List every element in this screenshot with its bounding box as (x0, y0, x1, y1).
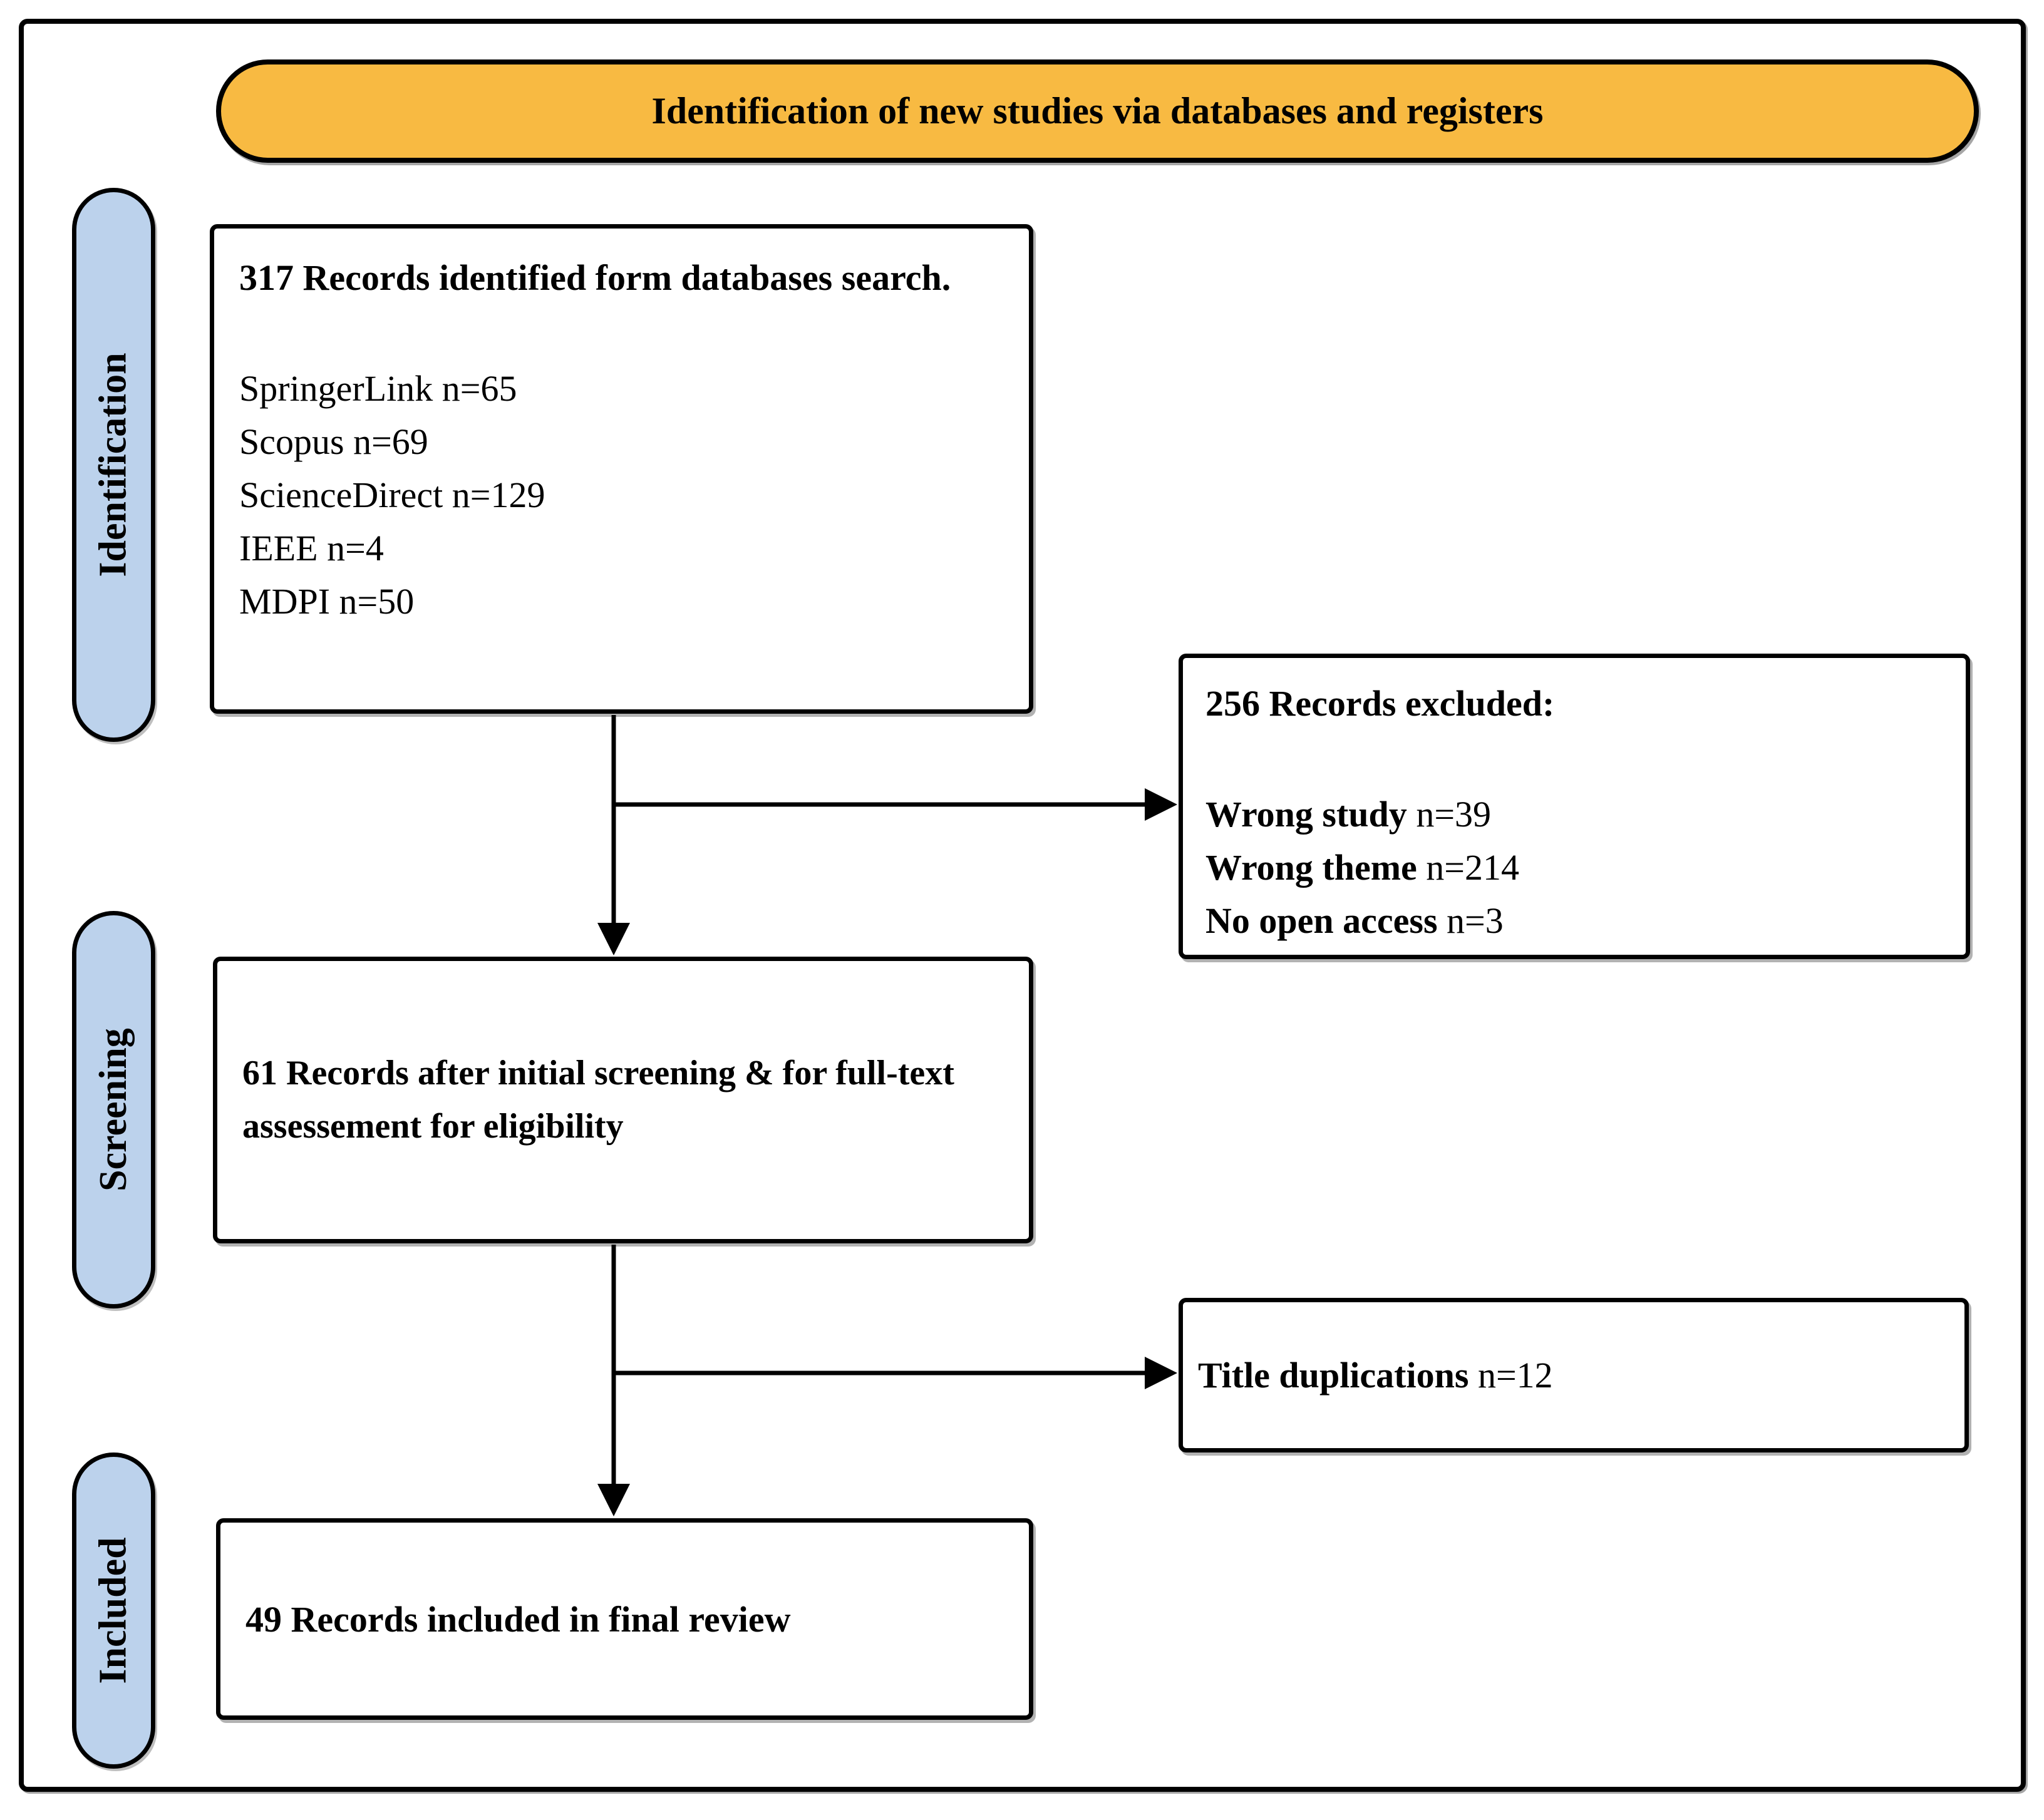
box-records-excluded: 256 Records excluded: Wrong study n=39 W… (1179, 654, 1970, 959)
stage-pill-screening: Screening (72, 911, 155, 1308)
records-screened-text: 61 Records after initial screening & for… (242, 1054, 954, 1146)
stage-label-included: Included (92, 1537, 135, 1684)
reason-count: n=3 (1447, 900, 1504, 941)
reason-label: Wrong study (1205, 794, 1407, 835)
records-excluded-heading: 256 Records excluded: (1205, 683, 1555, 724)
reason-count: n=214 (1426, 847, 1519, 888)
source-count: n=50 (339, 581, 415, 622)
records-identified-heading: 317 Records identified form databases se… (239, 257, 951, 298)
records-included-text: 49 Records included in final review (245, 1598, 791, 1640)
banner-title: Identification of new studies via databa… (651, 90, 1544, 131)
source-row: Scopus n=69 (239, 415, 1004, 468)
title-duplications-text: Title duplications n=12 (1198, 1349, 1553, 1402)
outer-frame (19, 19, 2026, 1792)
title-duplications-label: Title duplications (1198, 1355, 1469, 1396)
source-row: MDPI n=50 (239, 575, 1004, 628)
arrow-identified-to-screened-head (597, 923, 630, 955)
source-count: n=69 (353, 421, 428, 462)
reason-count: n=39 (1416, 794, 1492, 835)
box-records-identified: 317 Records identified form databases se… (210, 224, 1033, 714)
box-records-included: 49 Records included in final review (216, 1518, 1033, 1720)
stage-label-identification: Identification (92, 352, 135, 577)
source-row: IEEE n=4 (239, 522, 1004, 575)
arrow-screened-to-duplications-head (1145, 1357, 1177, 1389)
source-row: ScienceDirect n=129 (239, 468, 1004, 522)
stage-pill-included: Included (72, 1452, 155, 1769)
reason-row: Wrong study n=39 (1205, 788, 1943, 841)
source-name: ScienceDirect (239, 475, 443, 515)
reason-label: No open access (1205, 900, 1438, 941)
arrow-identified-to-excluded-head (1145, 788, 1177, 821)
source-name: MDPI (239, 581, 331, 622)
source-name: SpringerLink (239, 368, 433, 409)
stage-pill-identification: Identification (72, 188, 155, 742)
source-name: Scopus (239, 421, 344, 462)
reason-label: Wrong theme (1205, 847, 1417, 888)
source-count: n=4 (327, 528, 384, 568)
title-duplications-count: n=12 (1477, 1355, 1553, 1396)
records-excluded-reasons: Wrong study n=39 Wrong theme n=214 No op… (1205, 788, 1943, 947)
records-identified-sources: SpringerLink n=65 Scopus n=69 ScienceDir… (239, 362, 1004, 628)
reason-row: No open access n=3 (1205, 894, 1943, 947)
box-records-screened: 61 Records after initial screening & for… (213, 957, 1033, 1243)
source-name: IEEE (239, 528, 318, 568)
banner: Identification of new studies via databa… (216, 59, 1979, 163)
source-row: SpringerLink n=65 (239, 362, 1004, 415)
reason-row: Wrong theme n=214 (1205, 841, 1943, 894)
stage-label-screening: Screening (92, 1028, 135, 1191)
arrow-screened-to-included-head (597, 1484, 630, 1516)
source-count: n=129 (452, 475, 545, 515)
box-title-duplications: Title duplications n=12 (1179, 1298, 1969, 1452)
source-count: n=65 (441, 368, 517, 409)
